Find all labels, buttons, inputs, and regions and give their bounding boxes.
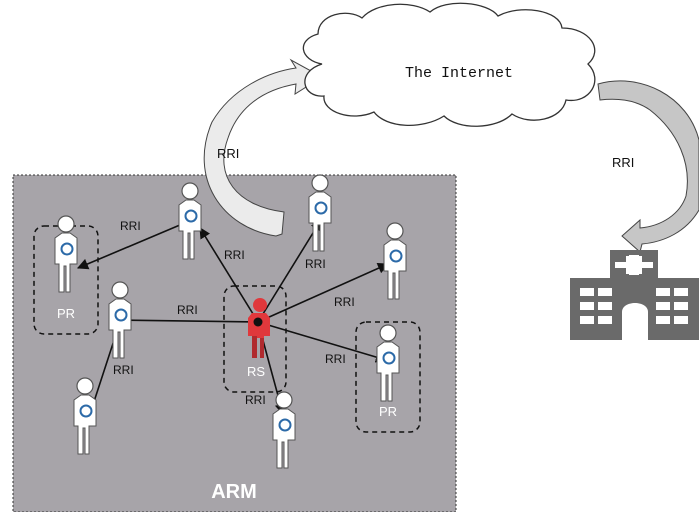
rs-group — [223, 285, 287, 393]
pr-label-left: PR — [57, 306, 75, 321]
downlink-arrow — [597, 80, 699, 253]
rs-label: RS — [247, 364, 265, 379]
relay-person-icon — [248, 298, 270, 358]
relay-hub-node — [253, 317, 263, 327]
rri-label: RRI — [305, 257, 326, 271]
rri-label-uplink: RRI — [217, 146, 239, 161]
rri-label: RRI — [325, 352, 346, 366]
rri-label: RRI — [224, 248, 245, 262]
link-rs-to-p5 — [110, 314, 259, 326]
arm-label: ARM — [211, 481, 257, 503]
rri-label-downlink: RRI — [612, 155, 634, 170]
link-rs-to-p3 — [257, 219, 322, 323]
cloud-icon — [302, 2, 596, 127]
uplink-arrow — [203, 58, 323, 237]
rri-label: RRI — [177, 303, 198, 317]
rri-label: RRI — [120, 219, 141, 233]
link-rs-to-p2 — [199, 227, 259, 323]
rri-label: RRI — [245, 393, 266, 407]
pr-label-right: PR — [379, 404, 397, 419]
link-rs-to-pr-right — [257, 321, 388, 363]
hospital-icon — [570, 250, 699, 340]
rri-label: RRI — [334, 295, 355, 309]
rri-label: RRI — [113, 363, 134, 377]
cloud-label: The Internet — [405, 65, 513, 82]
pr-group-right — [355, 321, 421, 433]
link-rs-to-p4 — [257, 262, 390, 323]
link-p2-to-pr-left — [76, 221, 188, 270]
